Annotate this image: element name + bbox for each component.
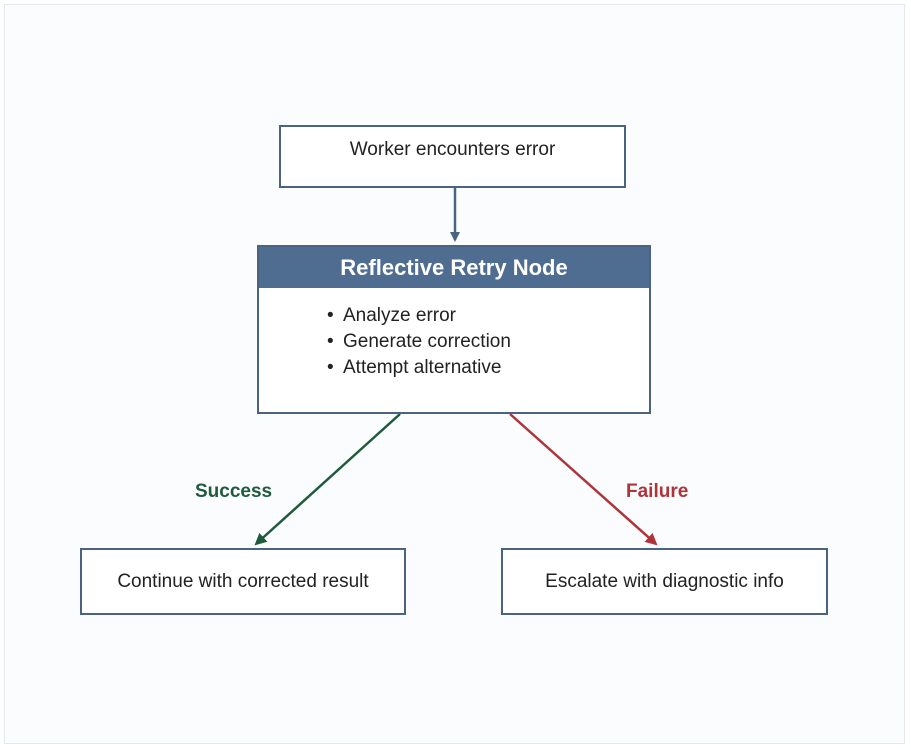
retry-node-title: Reflective Retry Node <box>259 247 649 288</box>
failure-node: Escalate with diagnostic info <box>501 548 828 615</box>
start-node-text: Worker encounters error <box>349 139 556 160</box>
failure-node-text: Escalate with diagnostic info <box>545 570 784 592</box>
arrow-retry-to-success <box>254 413 401 546</box>
success-node-text: Continue with corrected result <box>117 570 369 592</box>
retry-steps-list: •Analyze error •Generate correction •Att… <box>259 288 649 381</box>
success-label: Success <box>195 481 273 502</box>
retry-step: •Generate correction <box>327 331 511 352</box>
start-node: Worker encounters error <box>279 125 626 188</box>
arrow-retry-to-failure <box>509 413 658 546</box>
failure-label: Failure <box>626 481 689 502</box>
retry-step: •Attempt alternative <box>327 357 502 378</box>
retry-node: Reflective Retry Node •Analyze error •Ge… <box>257 245 651 414</box>
success-node: Continue with corrected result <box>80 548 406 615</box>
retry-step: •Analyze error <box>327 305 456 326</box>
